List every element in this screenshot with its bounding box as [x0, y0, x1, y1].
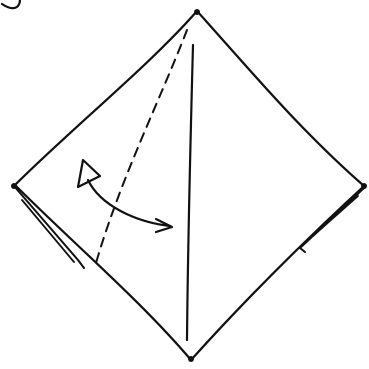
left-flap-edge	[14, 186, 84, 268]
corner-dot-top	[194, 9, 200, 15]
center-crease-solid	[187, 45, 193, 340]
corner-dot-bottom	[188, 356, 194, 362]
left-flap-edge-inner	[22, 200, 74, 262]
corner-dot-right	[361, 183, 367, 189]
step-marker-circle	[2, 0, 20, 8]
valley-fold-line-dashed	[96, 30, 187, 263]
right-flap-edge-inner	[304, 196, 358, 244]
corner-dot-left	[11, 183, 17, 189]
